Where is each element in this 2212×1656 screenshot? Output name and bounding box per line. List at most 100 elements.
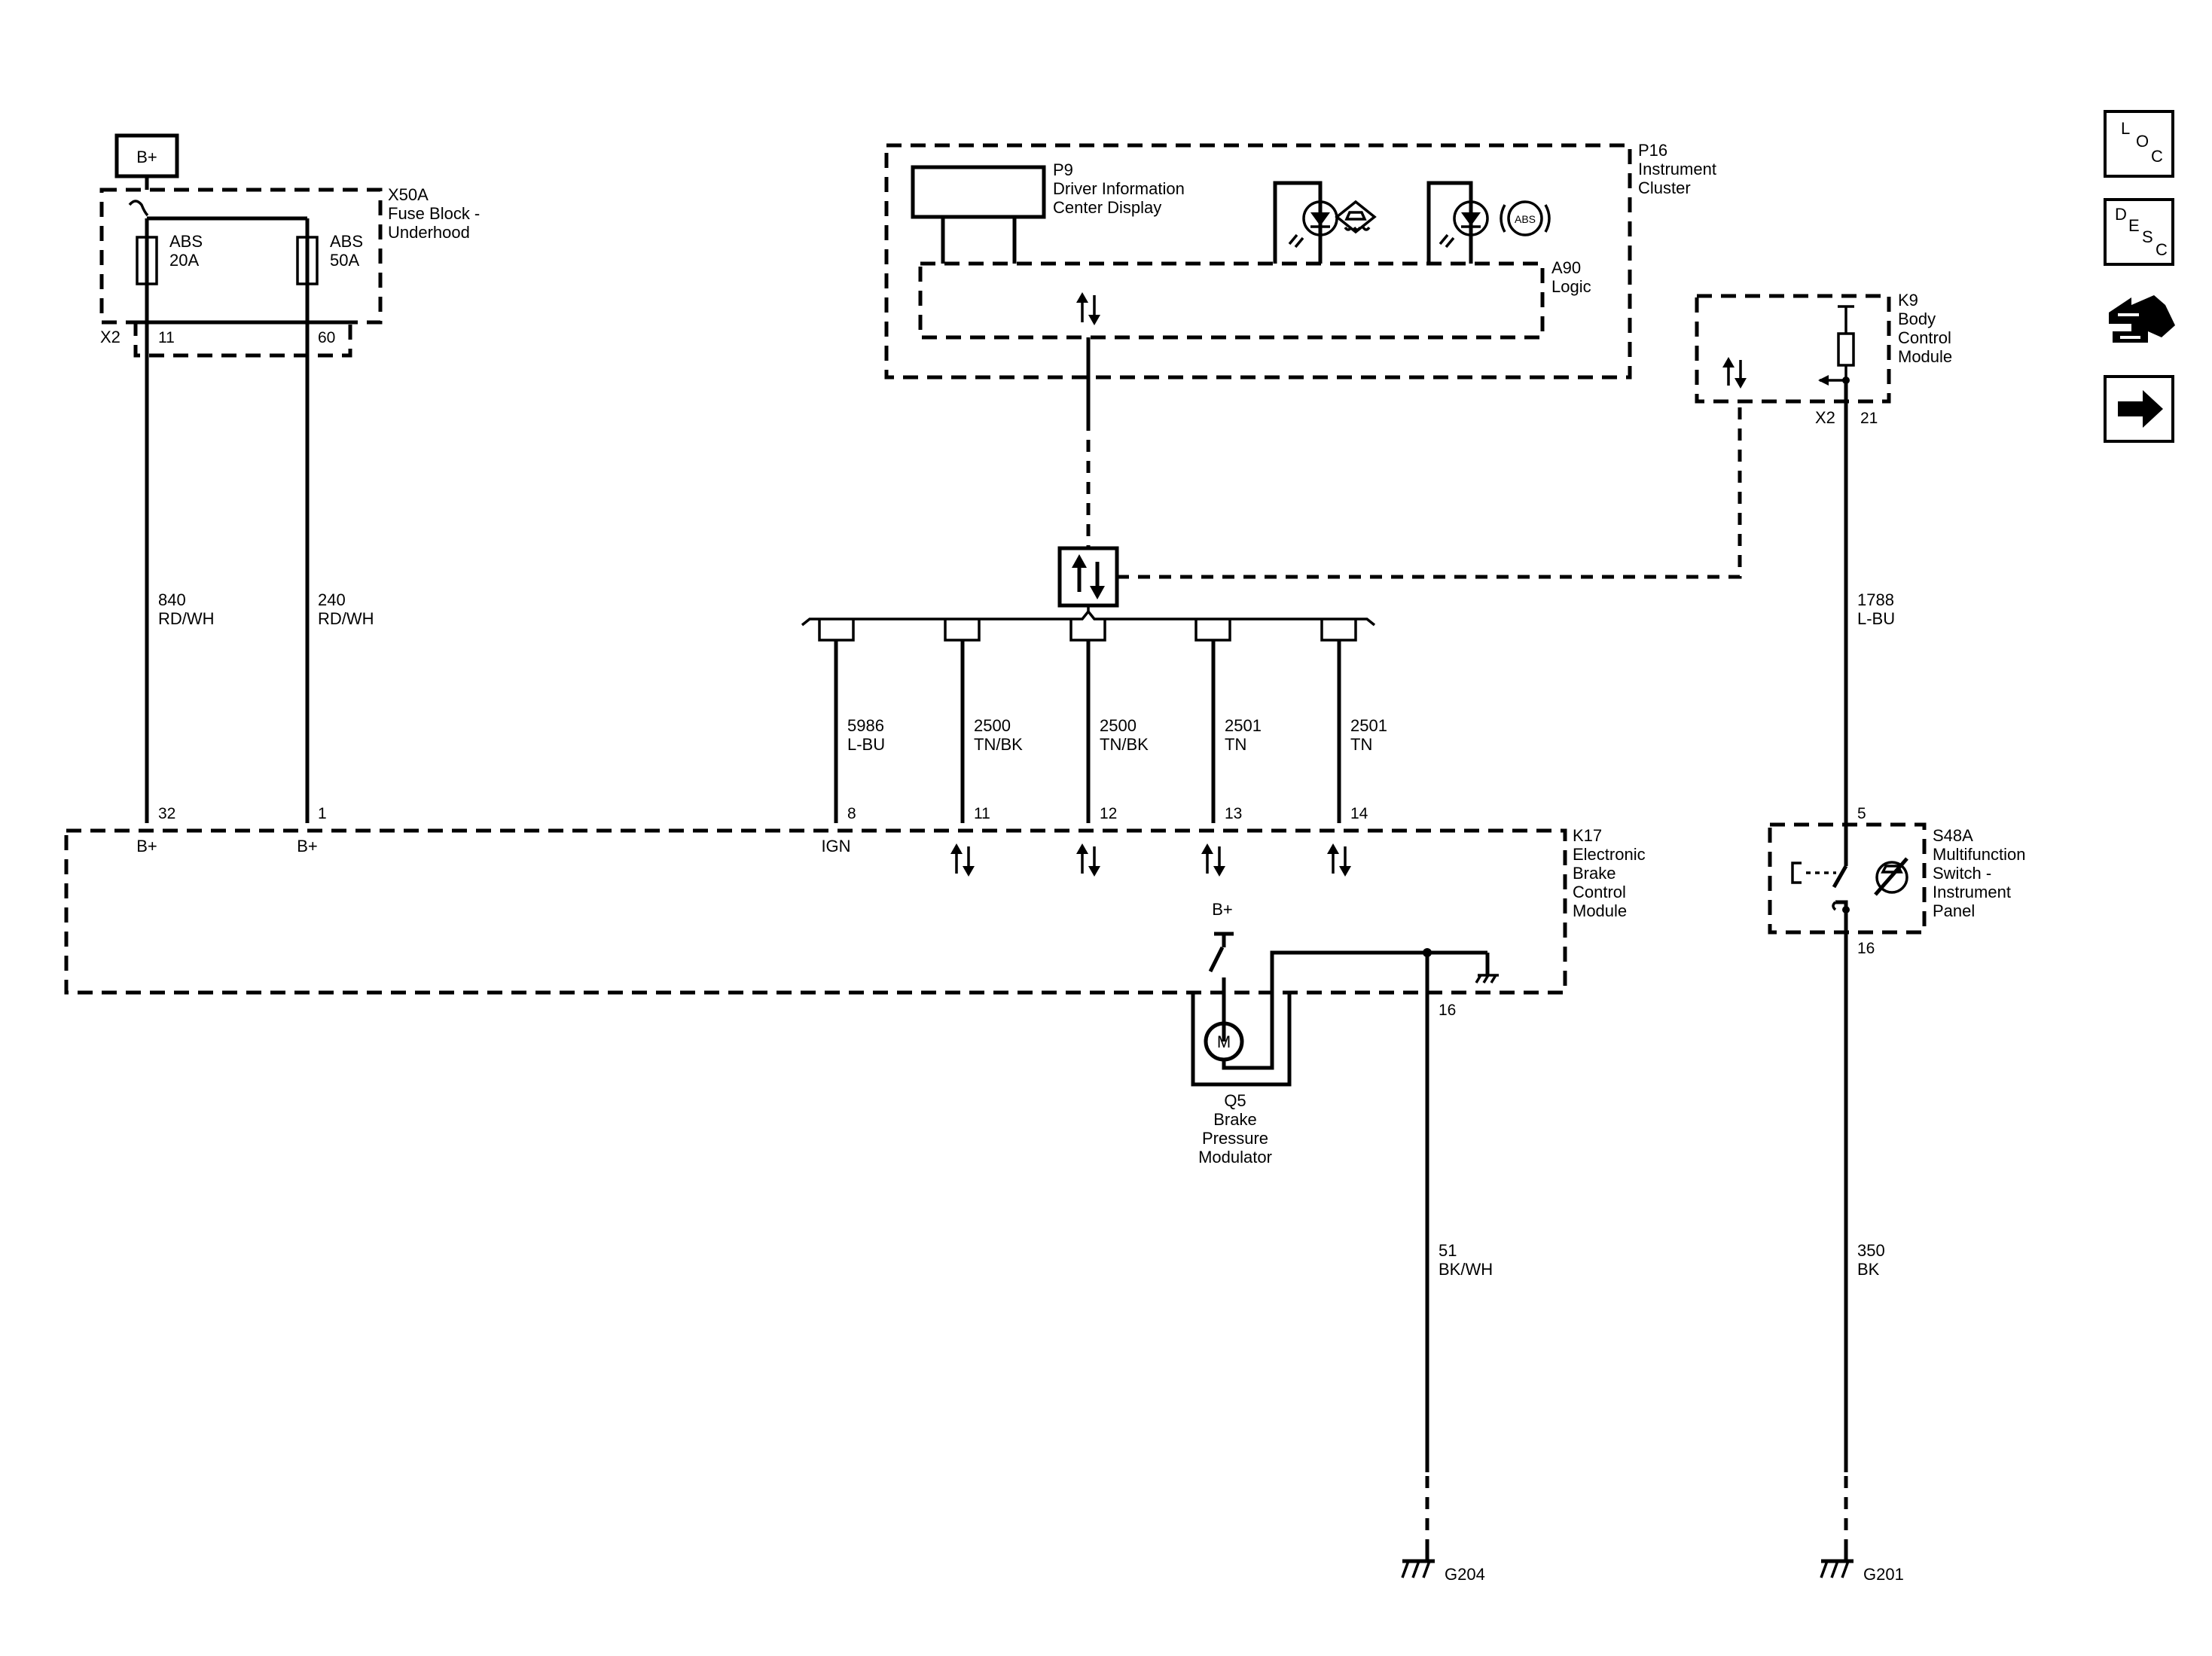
- switch-name-4: Panel: [1933, 901, 1975, 920]
- fuse-1-pin: 11: [158, 329, 175, 346]
- dic-id: P9: [1053, 160, 1073, 179]
- multifunction-switch: 5 S48A Multifunction Switch - Instrument…: [1768, 805, 2026, 957]
- wire-1788-circuit: 1788: [1857, 590, 1894, 609]
- loc-letter-3: C: [2151, 147, 2163, 166]
- battery-source: B+: [114, 133, 179, 190]
- ebcm-data-arrows-11: [950, 843, 975, 877]
- fuse-block-name-2: Underhood: [388, 223, 470, 242]
- switch-pin-out: 16: [1857, 940, 1875, 957]
- ground-g201: G201: [1820, 1548, 1904, 1584]
- ground-g204: G204: [1401, 1548, 1485, 1584]
- fuse-2-rating: 50A: [330, 251, 359, 270]
- wire-840: 840 RD/WH: [145, 284, 215, 823]
- ground-g204-label: G204: [1445, 1565, 1485, 1584]
- ground-g201-label: G201: [1863, 1565, 1904, 1584]
- bcm-data-arrows: [1722, 357, 1747, 389]
- wire-2500b-circuit: 2500: [1100, 716, 1137, 735]
- modulator-id: Q5: [1224, 1091, 1246, 1110]
- fuse-2-pin: 60: [318, 329, 335, 346]
- wire-51-circuit: 51: [1439, 1241, 1457, 1260]
- switch-name-3: Instrument: [1933, 883, 2011, 901]
- wire-840-color: RD/WH: [158, 609, 215, 628]
- abs-indicator: ABS: [1426, 181, 1551, 264]
- fuse-block-name-1: Fuse Block -: [388, 204, 480, 223]
- wire-350-color: BK: [1857, 1260, 1880, 1279]
- switch-id: S48A: [1933, 826, 1973, 845]
- switch-contact: [1832, 865, 1848, 889]
- fuse-connector: X2: [100, 328, 121, 346]
- bus-drop-13: [1194, 619, 1231, 823]
- fuse-1-rating: 20A: [169, 251, 199, 270]
- wire-5986-circuit: 5986: [847, 716, 884, 735]
- bus-drop-8: [818, 619, 855, 823]
- switch-name-2: Switch -: [1933, 864, 1991, 883]
- bus-drop-11: [944, 619, 981, 823]
- bcm-name-1: Body: [1898, 310, 1936, 328]
- bus-drop-14: [1320, 619, 1357, 823]
- ebcm-chassis-ground-icon: [1475, 974, 1499, 984]
- ebcm-pin-32: 32: [158, 805, 175, 822]
- wire-1788-color: L-BU: [1857, 609, 1895, 628]
- bcm-connector: X2: [1815, 408, 1835, 427]
- loc-letter-1: L: [2121, 119, 2130, 138]
- ground-icon: [1820, 1548, 1854, 1578]
- wire-240-color: RD/WH: [318, 609, 374, 628]
- traction-control-icon: [1335, 200, 1377, 234]
- battery-label: B+: [136, 148, 157, 166]
- modulator-name-1: Brake: [1213, 1110, 1256, 1129]
- logic-name: Logic: [1551, 277, 1591, 296]
- right-arrow-icon[interactable]: [2104, 375, 2174, 443]
- body-control-module: K9 Body Control Module X2 21: [1695, 291, 1952, 427]
- pump-relay-switch: [1208, 946, 1225, 973]
- wire-5986-color: L-BU: [847, 735, 885, 754]
- ebcm-id: K17: [1573, 826, 1602, 845]
- desc-letter-1: D: [2115, 205, 2127, 224]
- wire-51: 51 BK/WH: [1425, 993, 1493, 1548]
- logic-data-arrows: [1076, 292, 1100, 325]
- ebcm-pin-14: 14: [1350, 805, 1368, 822]
- ebcm-pin-16: 16: [1439, 1002, 1456, 1019]
- wire-2501a-circuit: 2501: [1225, 716, 1262, 735]
- abs-icon-text: ABS: [1515, 213, 1536, 225]
- connector-end-view-icon[interactable]: [2109, 295, 2175, 343]
- ebcm-name-4: Module: [1573, 901, 1627, 920]
- ebcm-module: K17 Electronic Brake Control Module 32 1…: [64, 805, 1646, 1051]
- wire-2500b-color: TN/BK: [1100, 735, 1149, 754]
- ebcm-name-3: Control: [1573, 883, 1626, 901]
- desc-letter-3: S: [2142, 227, 2153, 246]
- fuse-block: X50A Fuse Block - Underhood ABS 20A ABS …: [99, 185, 480, 358]
- loc-letter-2: O: [2136, 132, 2149, 151]
- wire-51-color: BK/WH: [1439, 1260, 1493, 1279]
- wire-840-circuit: 840: [158, 590, 186, 609]
- ebcm-data-arrows-14: [1327, 843, 1351, 877]
- bus-drop-12: [1069, 619, 1106, 823]
- ebcm-data-arrows-12: [1076, 843, 1100, 877]
- dic-display: [911, 165, 1046, 219]
- traction-control-off-icon: [1874, 857, 1908, 896]
- wire-350-circuit: 350: [1857, 1241, 1885, 1260]
- bcm-id: K9: [1898, 291, 1918, 310]
- wire-2501b-color: TN: [1350, 735, 1372, 754]
- ebcm-name-1: Electronic: [1573, 845, 1646, 864]
- ebcm-bplus-internal: B+: [1212, 900, 1233, 919]
- wire-1788: 1788 L-BU: [1844, 401, 1895, 825]
- modulator-name-3: Modulator: [1198, 1148, 1272, 1167]
- brake-pressure-modulator: M Q5 Brake Pressure Modulator: [1191, 993, 1292, 1167]
- cluster-name-1: Instrument: [1638, 160, 1716, 178]
- wire-2501b-circuit: 2501: [1350, 716, 1387, 735]
- nav-desc-button[interactable]: D E S C: [2104, 198, 2174, 266]
- ebcm-pin-8: 8: [847, 805, 856, 822]
- dic-name-2: Center Display: [1053, 198, 1161, 217]
- nav-loc-button[interactable]: L O C: [2104, 110, 2174, 178]
- ebcm-data-arrows-13: [1201, 843, 1225, 877]
- fuse-2-name: ABS: [330, 232, 363, 251]
- ebcm-pin-11: 11: [974, 805, 990, 822]
- switch-name-1: Multifunction: [1933, 845, 2026, 864]
- motor-symbol: M: [1217, 1032, 1231, 1051]
- wire-2501a-color: TN: [1225, 735, 1246, 754]
- ebcm-ign: IGN: [821, 837, 850, 855]
- ebcm-pin-1: 1: [318, 805, 327, 822]
- modulator-name-2: Pressure: [1202, 1129, 1268, 1148]
- ebcm-bplus-a: B+: [136, 837, 157, 855]
